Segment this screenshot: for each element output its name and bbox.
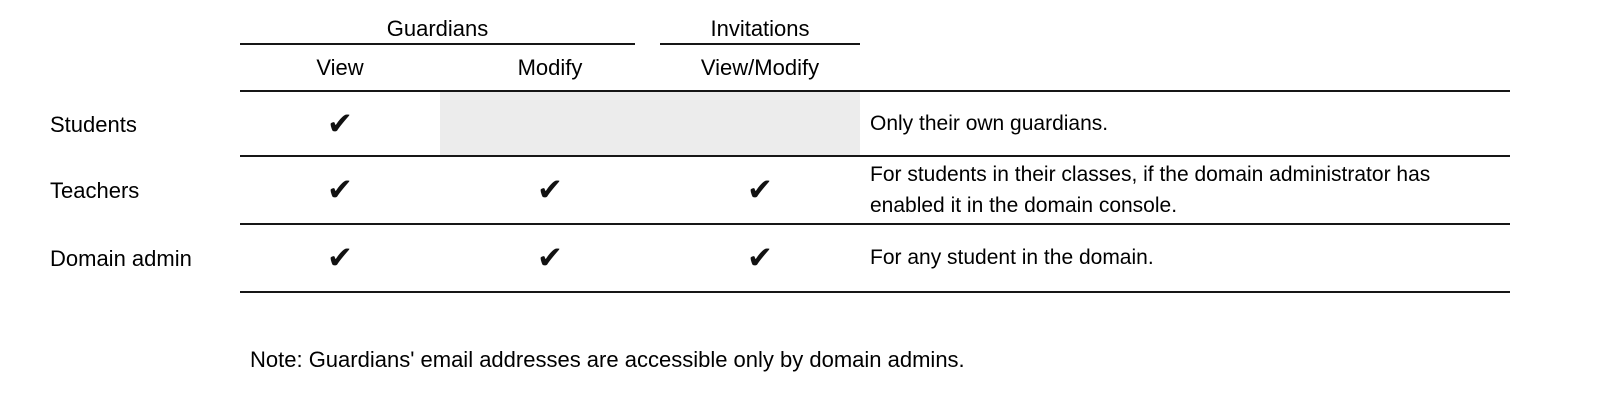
row-label-domain-admin: Domain admin [50, 246, 192, 271]
corner-spacer [50, 14, 240, 45]
check-teachers-view: ✔ [240, 157, 440, 225]
permissions-table: Guardians Invitations View Modify View/M… [50, 14, 1600, 293]
check-domain-admin-modify: ✔ [440, 225, 660, 293]
check-teachers-invitations: ✔ [660, 157, 860, 225]
column-group-guardians: Guardians [240, 14, 635, 45]
check-domain-admin-view: ✔ [240, 225, 440, 293]
check-teachers-modify: ✔ [440, 157, 660, 225]
note-domain-admin: For any student in the domain. [860, 225, 1510, 293]
row-label-teachers: Teachers [50, 178, 140, 203]
row-label-students: Students [50, 111, 137, 137]
notes-header-spacer [860, 45, 1510, 92]
header-spacer [860, 14, 1510, 45]
check-students-view: ✔ [240, 92, 440, 157]
check-students-modify [440, 92, 660, 157]
subheader-spacer [50, 45, 240, 92]
check-students-invitations [660, 92, 860, 157]
footnote: Note: Guardians' email addresses are acc… [250, 347, 965, 372]
note-students: Only their own guardians. [860, 92, 1510, 157]
col-header-view-modify: View/Modify [660, 45, 860, 92]
note-teachers: For students in their classes, if the do… [860, 157, 1510, 225]
column-group-invitations: Invitations [660, 14, 860, 45]
col-header-modify: Modify [440, 45, 660, 92]
col-header-view: View [240, 45, 440, 92]
check-domain-admin-invitations: ✔ [660, 225, 860, 293]
permissions-page: Guardians Invitations View Modify View/M… [50, 14, 1600, 372]
